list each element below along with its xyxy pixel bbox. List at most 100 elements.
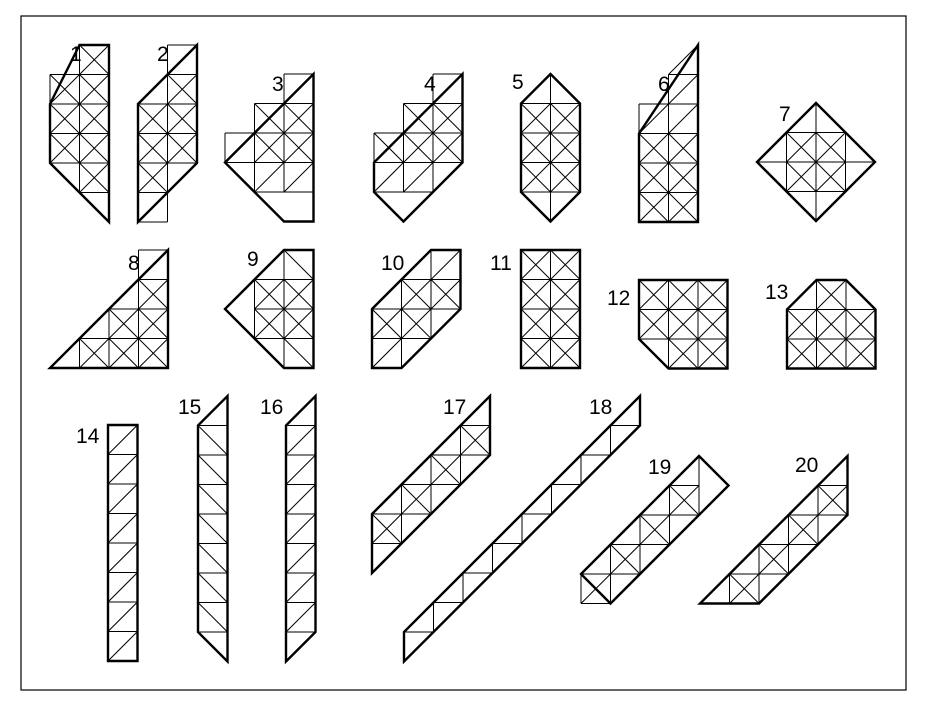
shape-outline (755, 101, 877, 223)
grid-line (697, 309, 728, 340)
grid-line (137, 103, 168, 134)
shape-20 (697, 453, 849, 605)
grid-line (668, 162, 699, 193)
grid-line (403, 162, 434, 193)
grid-line (845, 309, 876, 340)
grid-line (283, 249, 314, 280)
shape-outline (697, 453, 849, 605)
shape-17-label: 17 (443, 396, 466, 419)
shape-14-label: 14 (76, 425, 100, 448)
shape-12-label: 12 (607, 287, 630, 310)
grid-line (285, 454, 316, 485)
grid-line (137, 162, 168, 193)
grid-line (520, 103, 551, 134)
grid-line (816, 279, 847, 310)
grid-line (371, 338, 402, 369)
grid-line (845, 338, 876, 369)
grid-line (430, 454, 461, 485)
grid-line (638, 192, 669, 223)
grid-line (167, 74, 198, 105)
grid-line (668, 74, 699, 105)
grid-line (107, 601, 138, 632)
grid-line (107, 424, 138, 455)
shape-outline (372, 71, 464, 224)
grid-line (401, 484, 432, 515)
grid-line (550, 162, 581, 193)
grid-line (786, 338, 817, 369)
grid-line (79, 162, 110, 193)
grid-line (638, 309, 669, 340)
grid-line (107, 483, 138, 514)
grid-line (668, 338, 699, 369)
grid-line (285, 513, 316, 544)
grid-line (108, 338, 139, 369)
grid-line (816, 309, 847, 340)
grid-line (550, 338, 581, 369)
grid-line (49, 103, 80, 134)
grid-line (430, 249, 461, 280)
grid-line (254, 308, 285, 339)
grid-line (668, 133, 699, 164)
shape-14 (106, 423, 139, 663)
shape-2-label: 2 (157, 43, 169, 66)
shape-16 (284, 393, 317, 665)
shape-outline (47, 247, 170, 370)
grid-line (403, 132, 434, 163)
grid-line (432, 103, 463, 134)
grid-line (758, 544, 789, 575)
grid-line (430, 279, 461, 310)
grid-line (197, 484, 228, 515)
shape-outline (637, 41, 700, 224)
grid-line (285, 572, 316, 603)
shape-outline (519, 72, 582, 224)
shape-3 (223, 71, 315, 223)
grid-line (283, 103, 314, 134)
grid-line (520, 162, 551, 193)
grid-line (371, 308, 402, 339)
shape-8 (47, 247, 170, 370)
grid-line (107, 454, 138, 485)
grid-line (285, 602, 316, 633)
shape-outline (196, 393, 229, 665)
grid-line (197, 513, 228, 544)
shape-20-label: 20 (795, 454, 818, 477)
grid-line (815, 132, 846, 163)
shape-outline (223, 71, 315, 223)
shape-9 (223, 248, 315, 370)
shape-outline (284, 393, 317, 665)
shape-12 (637, 278, 729, 370)
grid-line (668, 44, 699, 75)
grid-line (550, 279, 581, 310)
shape-13 (785, 278, 877, 370)
grid-line (107, 631, 138, 662)
grid-line (79, 44, 110, 75)
shape-5 (519, 72, 582, 224)
grid-line (786, 309, 817, 340)
shape-3-label: 3 (272, 73, 284, 96)
grid-line (137, 133, 168, 164)
grid-line (638, 279, 669, 310)
grid-line (460, 425, 491, 456)
grid-line (639, 514, 670, 545)
grid-line (167, 133, 198, 164)
shape-15-label: 15 (178, 396, 201, 419)
grid-line (138, 279, 169, 310)
grid-line (520, 279, 551, 310)
grid-line (107, 542, 138, 573)
grid-line (167, 103, 198, 134)
grid-line (197, 543, 228, 574)
grid-line (788, 514, 819, 545)
shape-16-label: 16 (260, 396, 283, 419)
grid-line (638, 103, 669, 134)
shape-outline (370, 248, 462, 370)
grid-line (786, 132, 817, 163)
grid-line (815, 161, 846, 192)
shapes-layer (47, 41, 877, 665)
shape-13-label: 13 (765, 281, 788, 304)
grid-line (285, 425, 316, 456)
grid-line (520, 132, 551, 163)
grid-line (283, 308, 314, 339)
grid-line (283, 279, 314, 310)
shape-outline (637, 278, 729, 370)
